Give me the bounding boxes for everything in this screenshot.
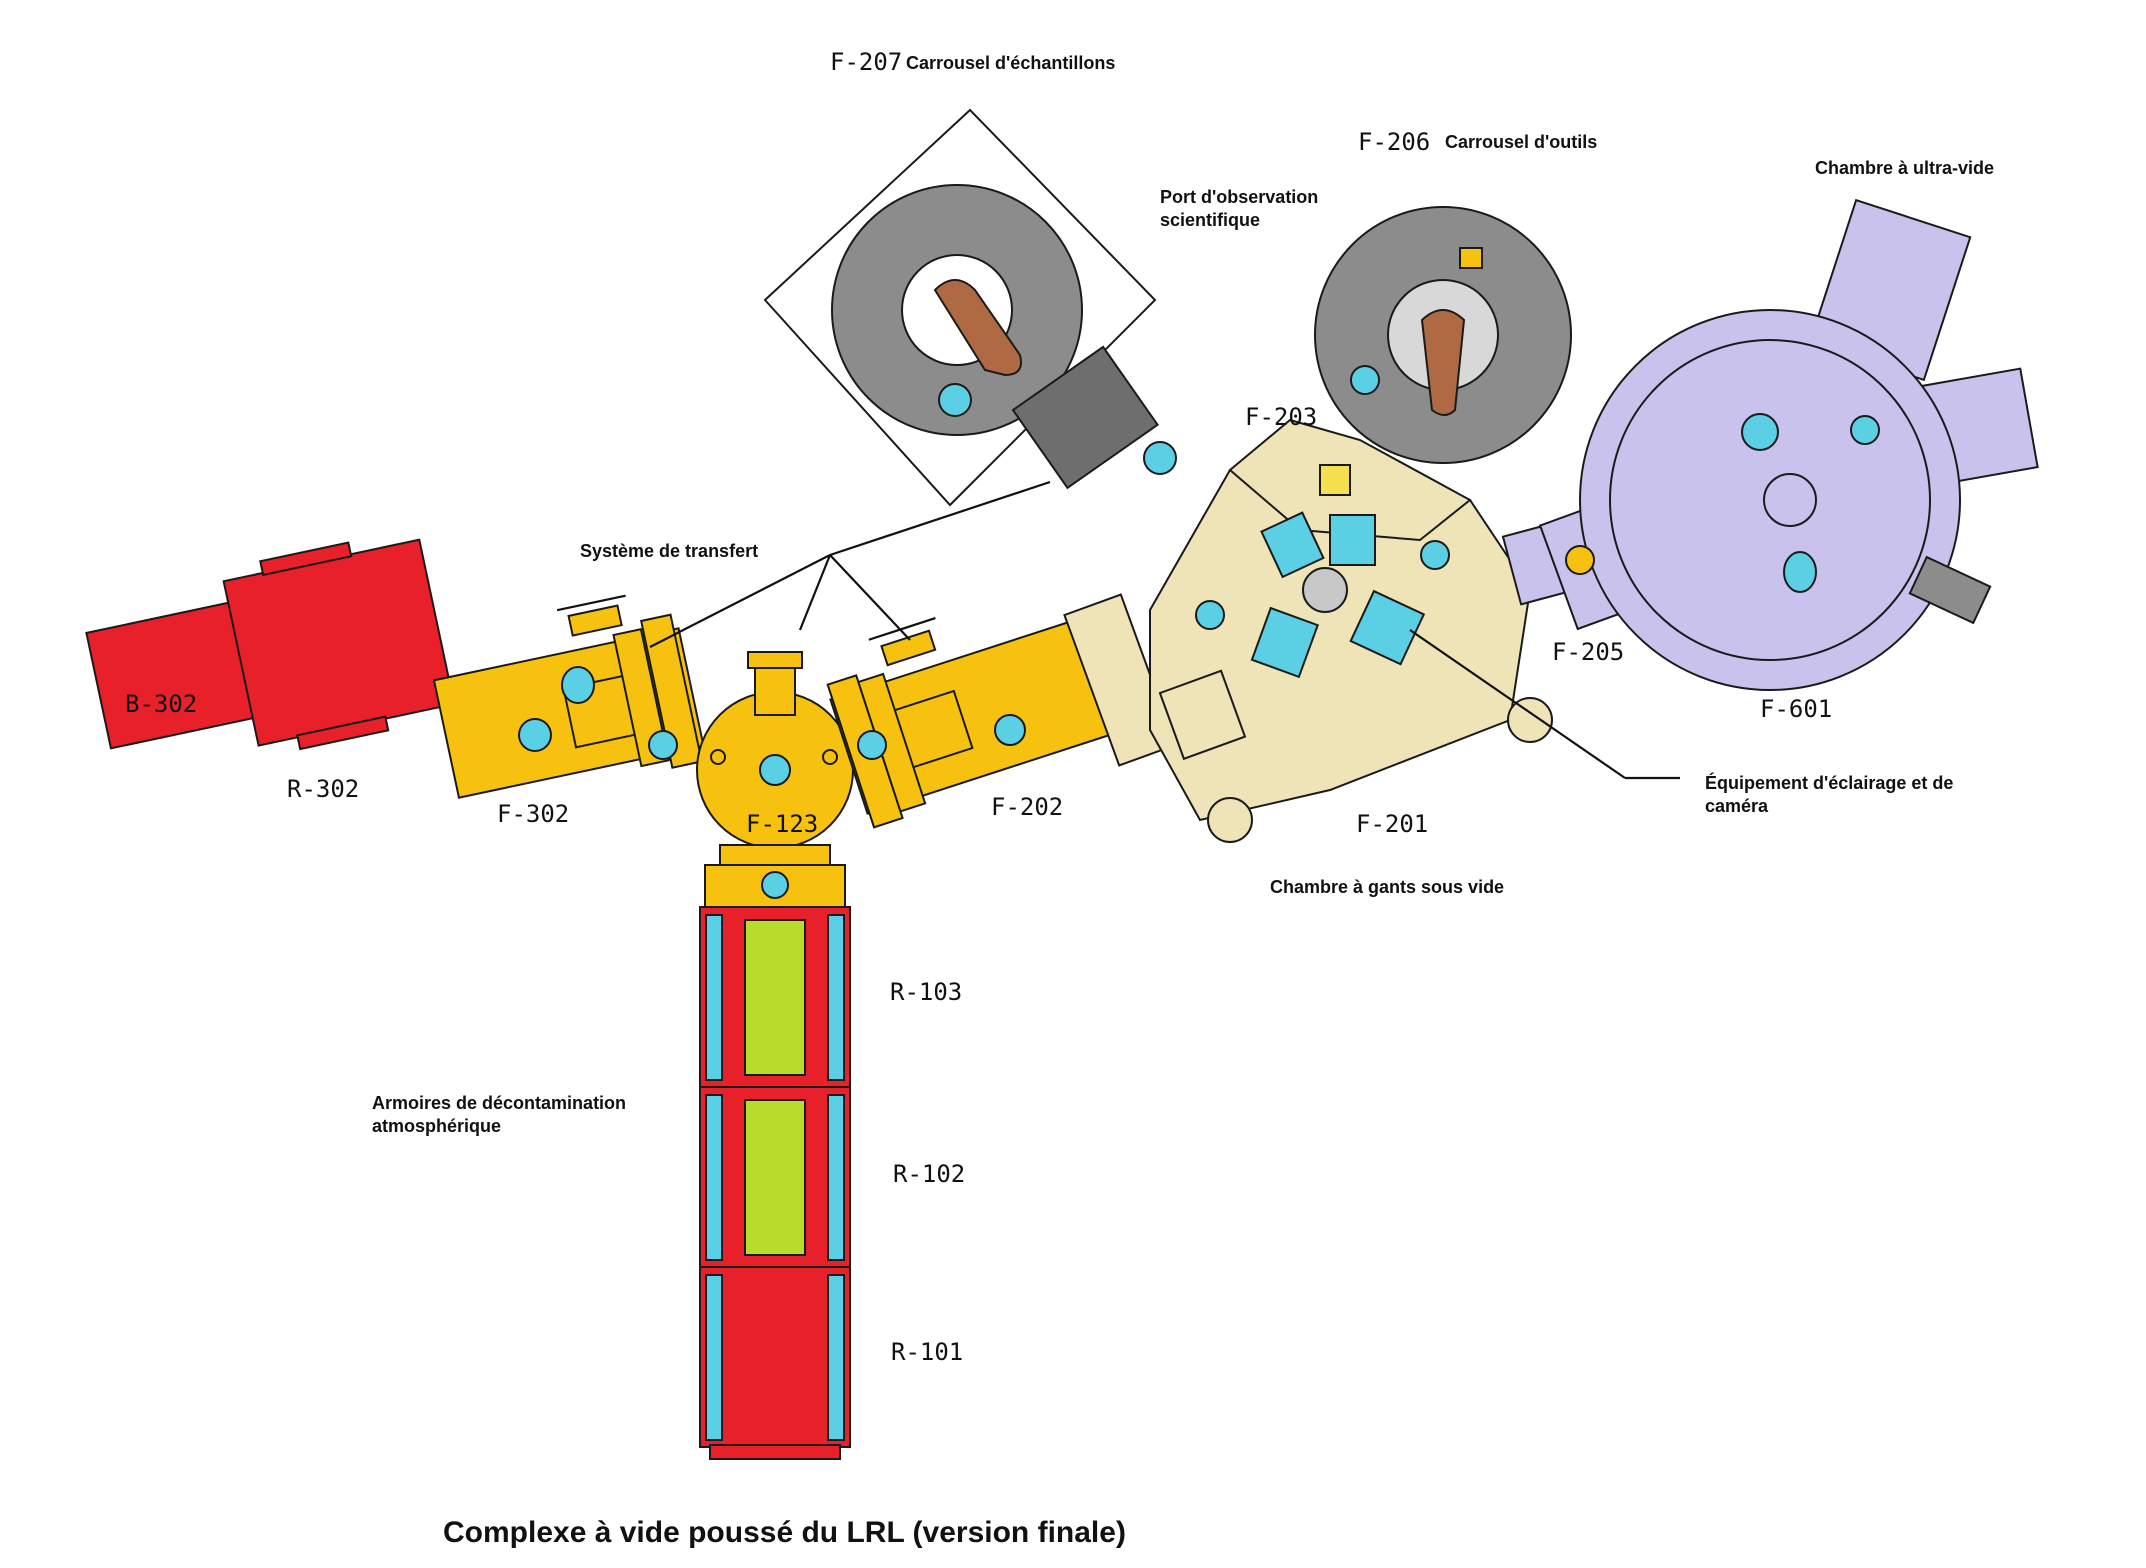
f203-valve: [1319, 464, 1351, 496]
f201-center-port: [1302, 567, 1348, 613]
r103-label: R-103: [890, 978, 962, 1006]
uhv-pump: [1908, 555, 1992, 625]
f202-transfer-tube: [826, 617, 1117, 829]
f302-port-2: [518, 718, 552, 752]
f123-bolt-right: [822, 749, 838, 765]
f123-hub: [696, 651, 854, 868]
f201-camera-box-3: [1250, 606, 1320, 679]
uhv-center: [1763, 473, 1817, 527]
f201-camera-box-4: [1349, 589, 1426, 666]
f201-port-left: [1195, 600, 1225, 630]
f123-center-port: [759, 754, 791, 786]
f601-label: F-601: [1760, 695, 1832, 723]
f123-label: F-123: [746, 810, 818, 838]
f203-label: F-203: [1245, 403, 1317, 431]
diagram-title: Complexe à vide poussé du LRL (version f…: [443, 1516, 1126, 1549]
r101-side-panel-right: [827, 1274, 845, 1441]
f302-transfer-tube: [432, 594, 705, 799]
uhv-port-right: [1850, 415, 1880, 445]
f206-port: [1350, 365, 1380, 395]
f202-port: [857, 730, 887, 760]
f201-glove-port-2: [1507, 697, 1553, 743]
f302-port: [561, 666, 595, 704]
f207-transfer-lock: [1011, 345, 1159, 490]
f207-code: F-207: [830, 48, 902, 76]
f206-code: F-206: [1358, 128, 1430, 156]
uhv-chamber-label: Chambre à ultra-vide: [1815, 158, 1994, 178]
arrow-to-f123: [798, 554, 832, 631]
f207-carousel: [763, 108, 1159, 507]
r101-cabinet: [699, 1266, 851, 1448]
f201-glove-port-1: [1207, 797, 1253, 843]
decon-cabinets-line1: Armoires de décontamination: [372, 1093, 626, 1113]
decon-cabinets: [699, 864, 851, 1460]
f201-port-right: [1420, 540, 1450, 570]
arrow-to-f302-valve: [649, 554, 831, 648]
f201-label: F-201: [1356, 810, 1428, 838]
f601-uhv-chamber: [1538, 198, 2039, 691]
r302-flange-bottom: [296, 715, 390, 751]
f207-manipulator-arm: [933, 279, 1022, 377]
f302-flange: [639, 613, 703, 769]
f201-side-box: [1158, 669, 1247, 761]
r103-side-panel-right: [827, 914, 845, 1081]
uhv-port-lower: [1783, 551, 1817, 593]
f302-label: F-302: [497, 800, 569, 828]
f206-manipulator-arm: [1420, 309, 1466, 416]
lighting-camera-line2: caméra: [1705, 796, 1769, 816]
f207-port: [938, 383, 972, 417]
f207-name: Carrousel d'échantillons: [906, 53, 1115, 73]
cabinet-neck-port: [761, 871, 789, 899]
observation-port-window: [1143, 441, 1177, 475]
decon-cabinets-line2: atmosphérique: [372, 1116, 501, 1136]
r103-side-panel-left: [705, 914, 723, 1081]
f202-port-2: [994, 714, 1026, 746]
arrow-to-f202-valve: [829, 554, 911, 641]
b302-label: B-302: [125, 690, 197, 718]
r102-window: [744, 1099, 806, 1256]
f206-carousel: [1314, 206, 1572, 464]
f206-name: Carrousel d'outils: [1445, 132, 1597, 152]
r102-side-panel-right: [827, 1094, 845, 1261]
f202-end-flange: [1063, 593, 1177, 767]
f201-glovebox: [1149, 418, 1553, 843]
f201-camera-box-2: [1329, 514, 1376, 566]
f302-handle: [567, 604, 623, 637]
f123-bolt-left: [710, 749, 726, 765]
r103-window: [744, 919, 806, 1076]
f302-handle-lever: [556, 594, 626, 612]
f123-top-cap: [747, 651, 803, 669]
r101-side-panel-left: [705, 1274, 723, 1441]
transfer-system-label: Système de transfert: [580, 541, 758, 561]
r101-label: R-101: [891, 1338, 963, 1366]
lighting-camera-line1: Équipement d'éclairage et de: [1705, 772, 1953, 793]
r102-label: R-102: [893, 1160, 965, 1188]
f202-handle: [880, 629, 937, 667]
r302-label: R-302: [287, 775, 359, 803]
f201-camera-box-1: [1260, 511, 1325, 579]
arrow-to-f207-lock: [829, 480, 1051, 557]
b302-r302-assembly: [85, 538, 456, 751]
f123-bottom-neck: [719, 844, 831, 868]
r302-cylinder: [222, 538, 456, 747]
leader-lines: [649, 480, 1680, 780]
f205-label: F-205: [1552, 638, 1624, 666]
f202-label: F-202: [991, 793, 1063, 821]
arrow-lighting-camera-2: [1409, 629, 1626, 779]
uhv-port-left: [1565, 545, 1595, 575]
f206-tool-holder: [1459, 247, 1483, 269]
f202-handle-lever: [868, 617, 936, 641]
r101-base: [709, 1444, 841, 1460]
f302-port-3: [648, 730, 678, 760]
r102-side-panel-left: [705, 1094, 723, 1261]
f302-flange-2: [612, 628, 670, 768]
f123-top-mount: [754, 664, 796, 716]
uhv-port-top: [1741, 413, 1779, 451]
r302-flange-top: [259, 541, 353, 577]
observation-port-line1: Port d'observation: [1160, 187, 1318, 207]
observation-port-line2: scientifique: [1160, 210, 1260, 230]
glovebox-label: Chambre à gants sous vide: [1270, 877, 1504, 897]
